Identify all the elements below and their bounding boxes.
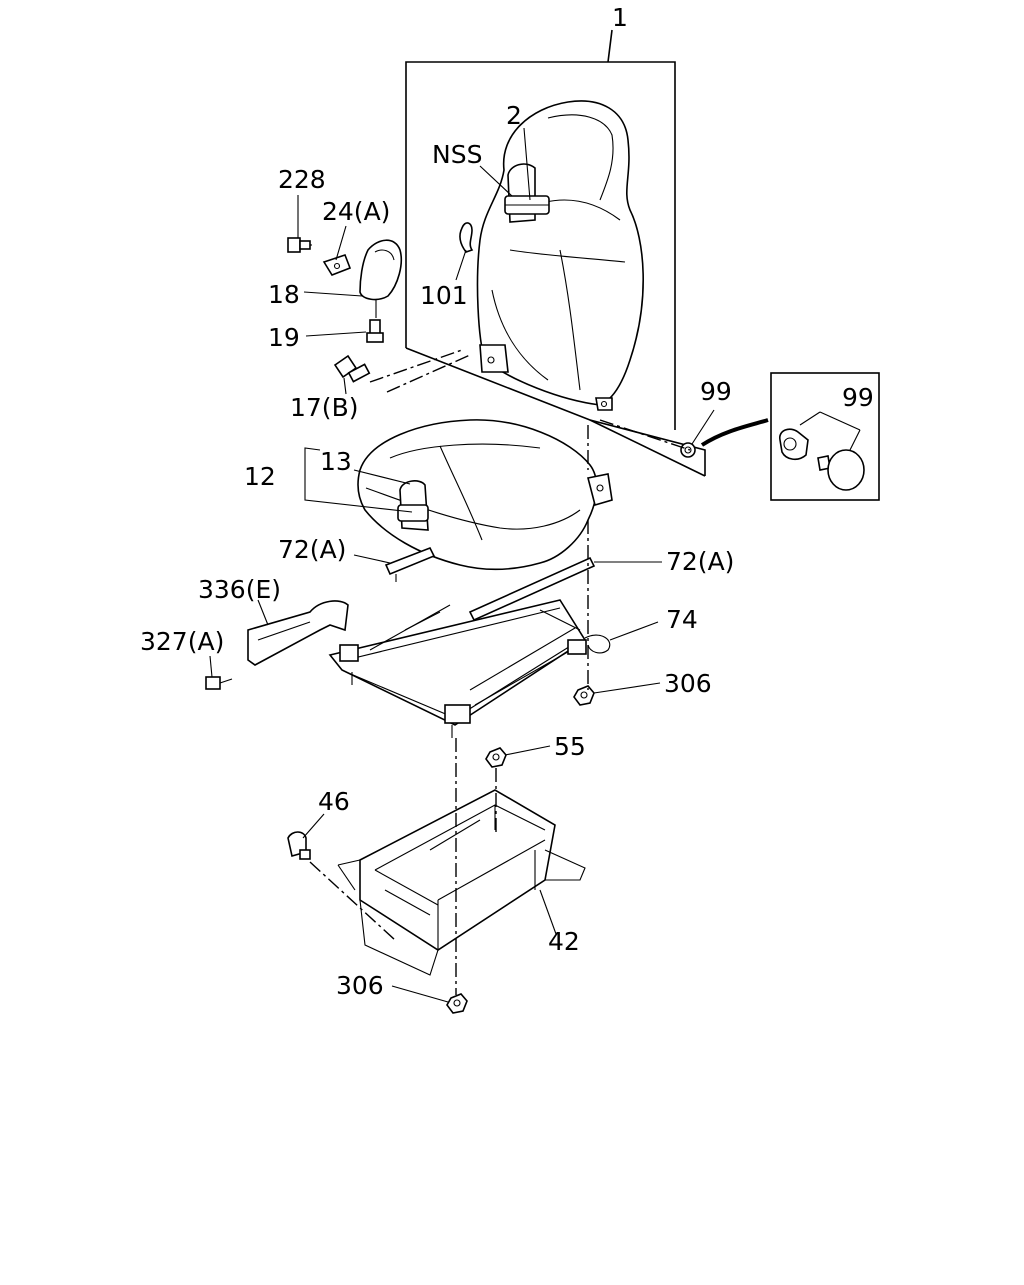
callout-24a: 24(A) <box>322 197 390 226</box>
callout-72a-left: 72(A) <box>278 535 346 564</box>
callout-101: 101 <box>420 281 468 310</box>
clip-part <box>459 222 474 253</box>
callout-306-top: 306 <box>664 669 712 698</box>
callout-42: 42 <box>548 927 580 956</box>
recliner-cover-parts <box>287 237 471 393</box>
callout-306-bottom: 306 <box>336 971 384 1000</box>
callout-74: 74 <box>666 605 698 634</box>
center-lines <box>309 419 691 995</box>
callout-327a: 327(A) <box>140 627 224 656</box>
callout-99-small: 99 <box>700 377 732 406</box>
side-cover-parts <box>205 600 349 690</box>
callout-labels: 1 2 NSS 228 24(A) 18 101 19 17(B) 99 99 … <box>140 3 874 1000</box>
inset-detail-box <box>680 372 880 501</box>
callout-12: 12 <box>244 462 276 491</box>
callout-18: 18 <box>268 280 300 309</box>
seat-back-group-frame <box>405 29 706 477</box>
seat-cushion <box>357 419 613 571</box>
callout-13: 13 <box>320 447 352 476</box>
callout-bracket-12 <box>304 447 413 513</box>
nuts <box>446 685 595 1014</box>
callout-46: 46 <box>318 787 350 816</box>
seat-slide-frame <box>328 599 611 738</box>
callout-nss: NSS <box>432 140 482 169</box>
callout-336e: 336(E) <box>198 575 281 604</box>
callout-228: 228 <box>278 165 326 194</box>
callout-1: 1 <box>612 3 628 32</box>
seat-back <box>476 100 644 411</box>
callout-17b: 17(B) <box>290 393 358 422</box>
callout-99-inset: 99 <box>842 383 874 412</box>
callout-2: 2 <box>506 101 522 130</box>
callout-19: 19 <box>268 323 300 352</box>
leader-lines <box>209 127 715 1003</box>
callout-72a-right: 72(A) <box>666 547 734 576</box>
seat-belt-strap <box>504 163 550 223</box>
callout-55: 55 <box>554 732 586 761</box>
